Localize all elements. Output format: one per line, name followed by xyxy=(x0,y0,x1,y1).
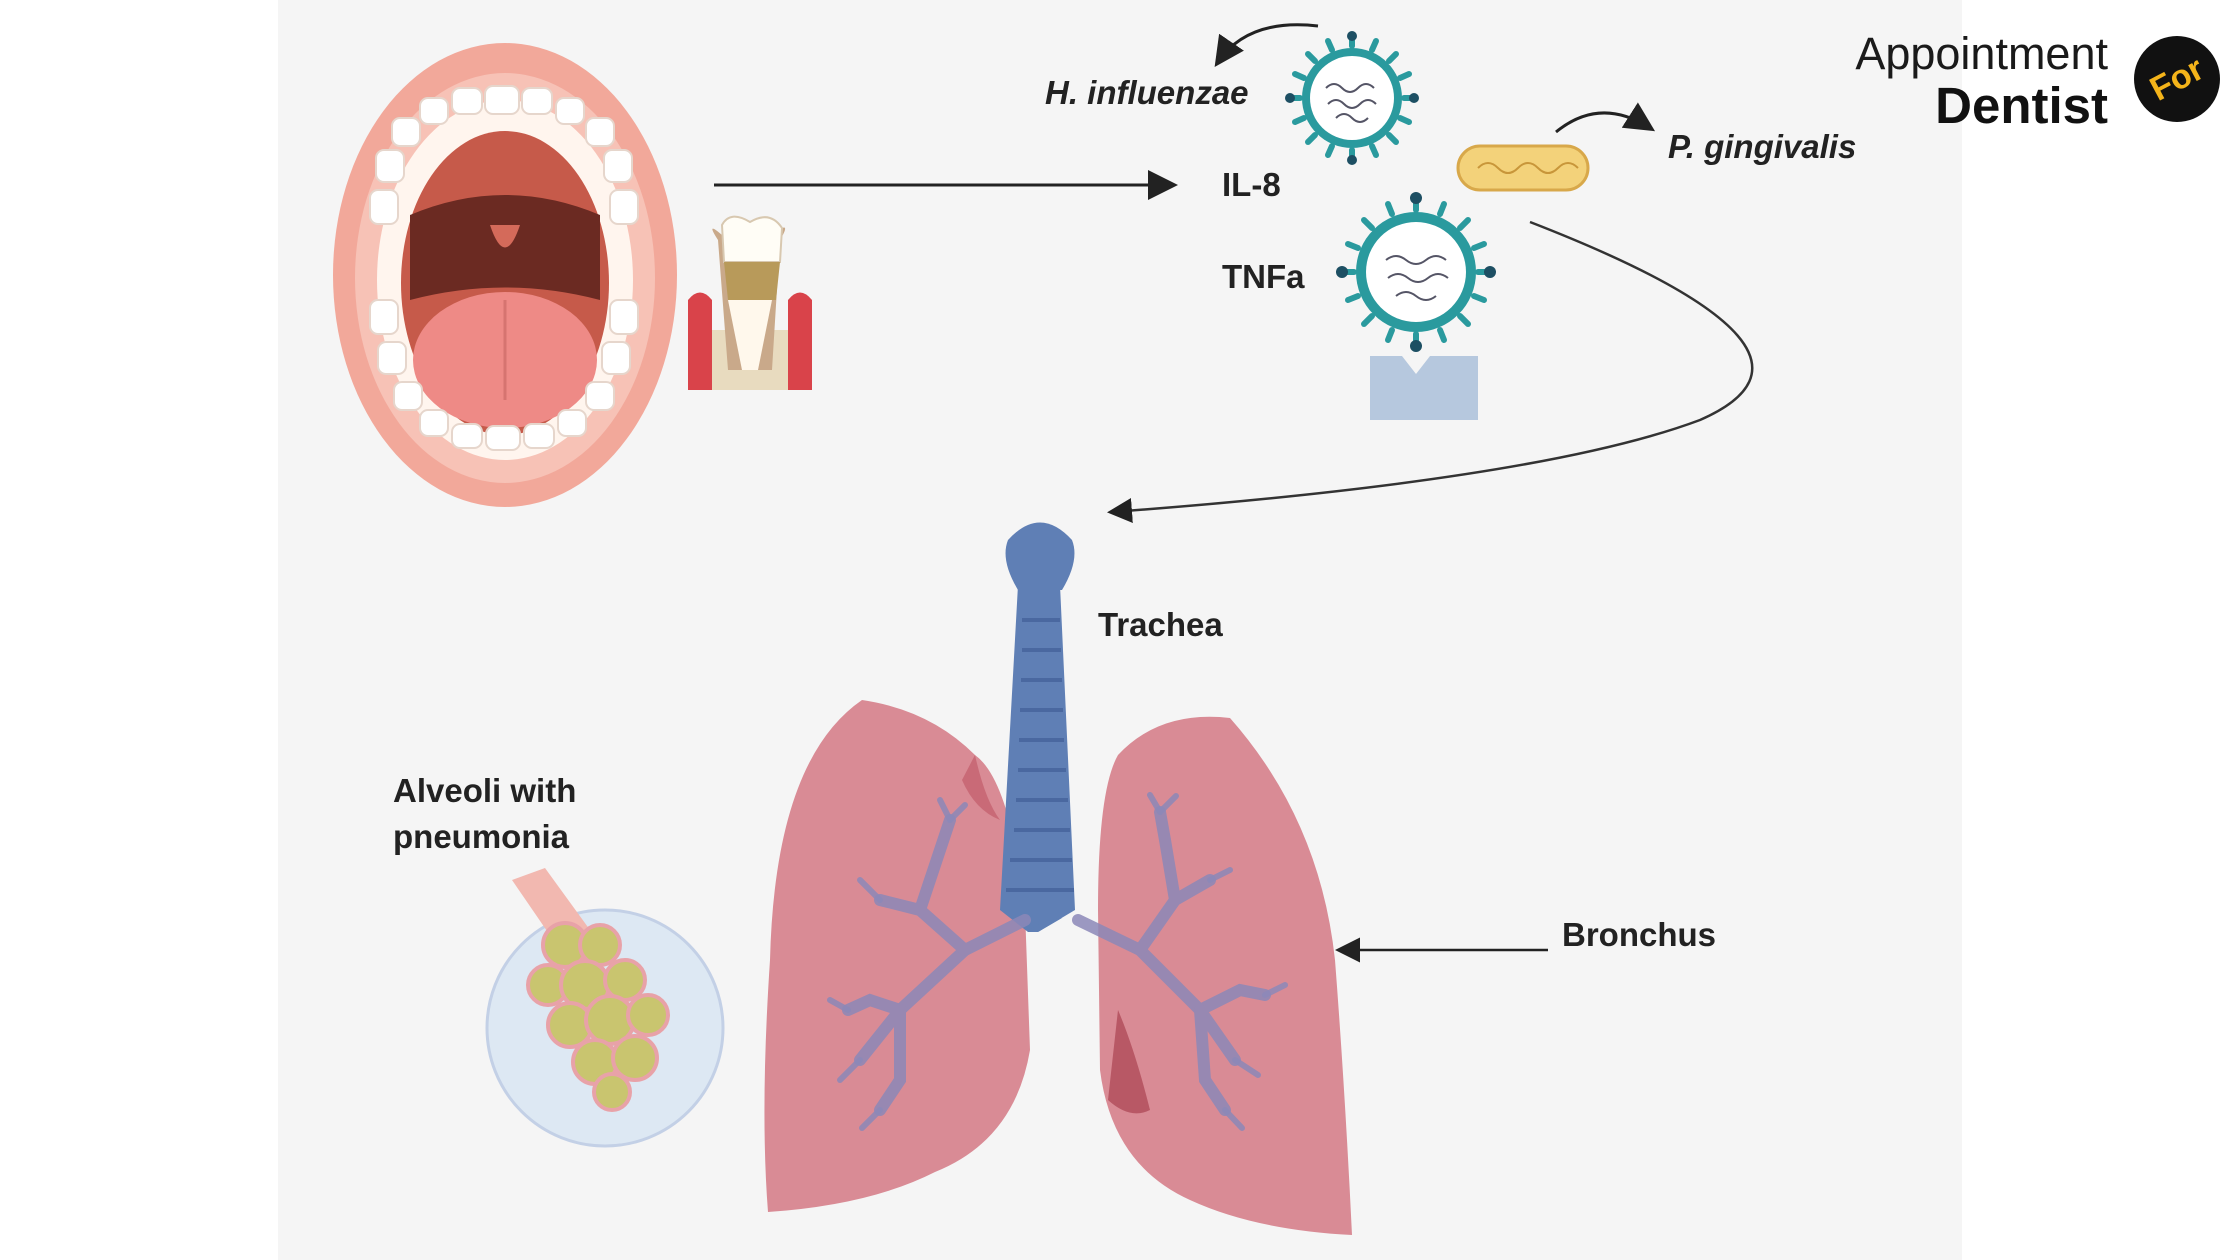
lungs-illustration xyxy=(764,522,1352,1235)
tooth-with-plaque-illustration xyxy=(688,215,812,390)
brand-logo-line2: Dentist xyxy=(1935,77,2108,134)
bronchus-label: Bronchus xyxy=(1562,916,1717,953)
brand-badge-text: For xyxy=(2143,48,2210,109)
p-gingivalis-arrow xyxy=(1555,102,1656,134)
alveoli-illustration xyxy=(485,868,725,1148)
trachea-label: Trachea xyxy=(1098,606,1223,643)
receptor-icon xyxy=(1370,356,1478,420)
p-gingivalis-label: P. gingivalis xyxy=(1668,128,1857,165)
brand-logo: Appointment Dentist For xyxy=(1840,24,2220,134)
h-influenzae-label: H. influenzae xyxy=(1045,74,1249,111)
virus-icon xyxy=(1285,31,1419,165)
tnfa-label: TNFa xyxy=(1222,258,1305,295)
h-influenzae-arrow xyxy=(1214,23,1319,67)
virus-icon xyxy=(1336,192,1496,352)
mouth-illustration xyxy=(333,43,677,507)
brand-logo-line1: Appointment xyxy=(1855,28,2108,79)
alveoli-label-line2: pneumonia xyxy=(393,818,570,855)
il8-label: IL-8 xyxy=(1222,166,1281,203)
alveoli-label-line1: Alveoli with xyxy=(393,772,577,809)
brand-badge: For xyxy=(2134,36,2220,122)
bacterium-icon xyxy=(1456,144,1590,192)
bacteria-to-lungs-arrow xyxy=(1107,220,1754,523)
